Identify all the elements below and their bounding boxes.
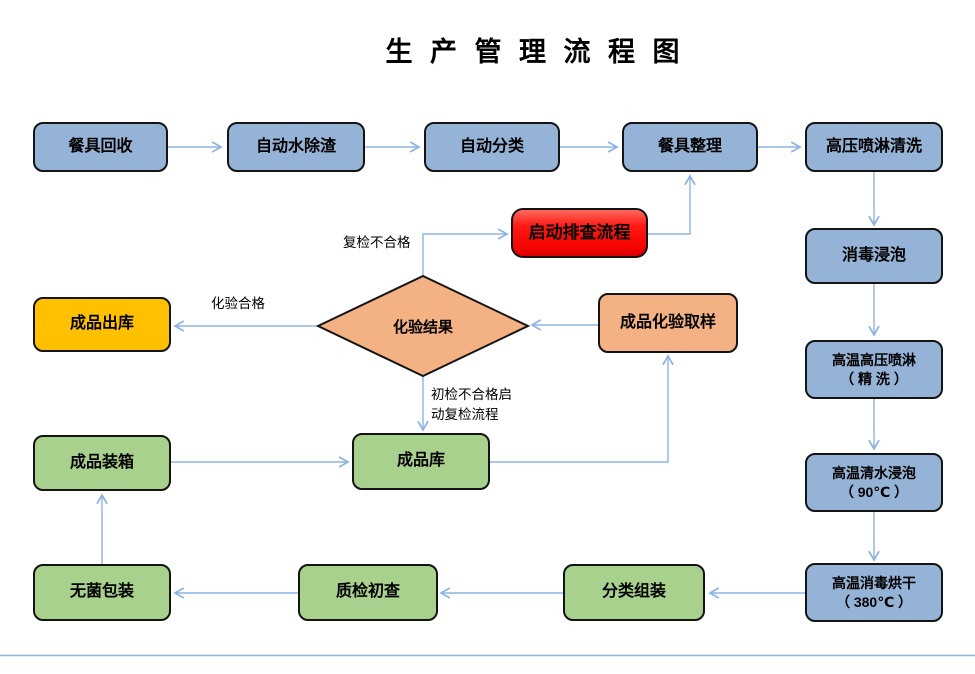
node-fine-wash: 高温高压喷淋 （ 精 洗 ） (805, 340, 943, 399)
node-initial-check: 质检初查 (298, 564, 438, 621)
node-fine-wash-label: 高温高压喷淋 （ 精 洗 ） (832, 352, 916, 387)
node-arrange: 餐具整理 (622, 122, 758, 172)
node-investigate-label: 启动排查流程 (528, 222, 631, 242)
node-deslag-label: 自动水除渣 (255, 137, 336, 155)
node-lab-result-label: 化验结果 (392, 318, 453, 336)
node-dry-label: 高温消毒烘干 （ 380℃ ） (832, 575, 916, 610)
node-soak: 消毒浸泡 (805, 228, 943, 284)
connector-result-investigate (422, 228, 509, 276)
node-warehouse: 成品库 (352, 433, 490, 490)
node-boxing-label: 成品装箱 (69, 453, 134, 471)
edge-label-recheck-fail: 复检不合格 (343, 235, 411, 250)
node-hot-soak: 高温清水浸泡 （ 90℃ ） (805, 453, 943, 512)
page-title: 生 产 管 理 流 程 图 (385, 37, 685, 67)
node-deslag: 自动水除渣 (227, 122, 365, 172)
node-investigate: 启动排查流程 (511, 208, 648, 258)
node-hot-soak-label: 高温清水浸泡 （ 90℃ ） (832, 465, 916, 500)
node-initial-check-label: 质检初查 (335, 583, 400, 601)
node-dry: 高温消毒烘干 （ 380℃ ） (805, 563, 943, 622)
node-sampling-label: 成品化验取样 (619, 313, 716, 331)
edge-label-initial-fail: 初检不合格启 动复检流程 (431, 387, 512, 422)
node-soak-label: 消毒浸泡 (841, 246, 906, 264)
node-outbound: 成品出库 (33, 297, 171, 352)
connector-warehouse-sampling (490, 354, 674, 463)
node-recycle-label: 餐具回收 (68, 137, 133, 155)
node-sampling: 成品化验取样 (598, 293, 738, 353)
node-spray-clean: 高压喷淋清洗 (805, 122, 943, 172)
node-lab-result: 化验结果 (315, 274, 531, 378)
node-sterile-pack-label: 无菌包装 (69, 583, 134, 601)
node-boxing: 成品装箱 (33, 435, 171, 491)
node-classify-label: 自动分类 (459, 137, 524, 155)
node-spray-clean-label: 高压喷淋清洗 (825, 137, 922, 155)
node-arrange-label: 餐具整理 (657, 137, 722, 155)
node-warehouse-label: 成品库 (396, 452, 445, 470)
node-assemble: 分类组装 (563, 564, 705, 621)
connector-investigate-arrange (648, 174, 696, 235)
node-classify: 自动分类 (424, 122, 560, 172)
edge-label-test-pass: 化验合格 (211, 296, 265, 311)
node-assemble-label: 分类组装 (601, 583, 666, 601)
node-recycle: 餐具回收 (33, 122, 168, 172)
node-outbound-label: 成品出库 (69, 315, 134, 333)
diamond-shape (315, 274, 531, 378)
node-sterile-pack: 无菌包装 (33, 564, 171, 621)
